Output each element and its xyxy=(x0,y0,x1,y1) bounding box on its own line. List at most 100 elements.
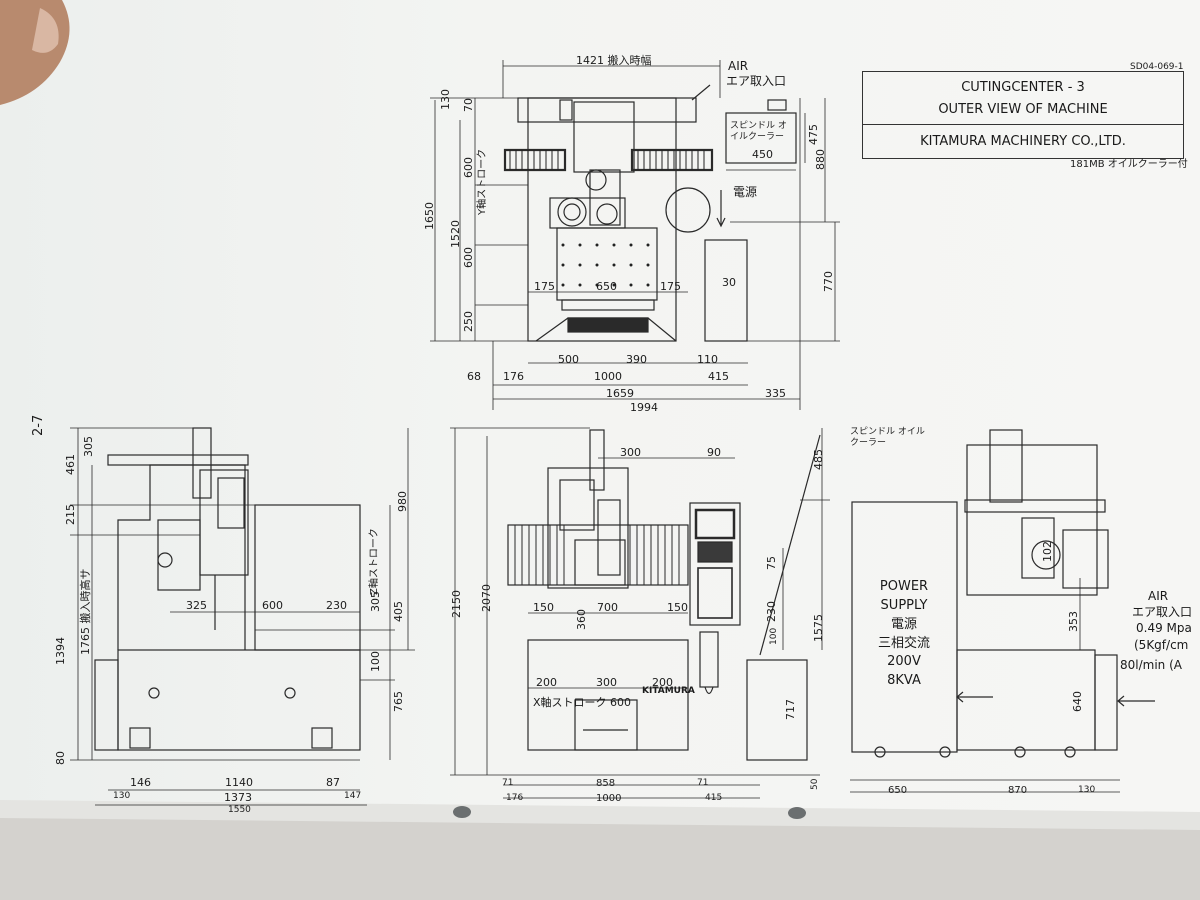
dim-1000: 1000 xyxy=(594,370,622,383)
dim-717: 717 xyxy=(784,699,797,720)
dim-600-side: 600 xyxy=(262,599,283,612)
install-height: 1765 搬入時高サ xyxy=(79,568,92,656)
dim-68: 68 xyxy=(467,370,481,383)
dim-110: 110 xyxy=(697,353,718,366)
dim-300-front: 300 xyxy=(620,446,641,459)
dim-1659: 1659 xyxy=(606,387,634,400)
title-line-2: OUTER VIEW OF MACHINE xyxy=(938,102,1108,117)
dim-1650: 1650 xyxy=(423,202,436,230)
air-inlet-top: エア取入口 xyxy=(726,74,787,88)
power-supply-line-2: SUPPLY xyxy=(880,597,928,613)
dim-353: 353 xyxy=(1067,611,1080,632)
dim-770: 770 xyxy=(822,271,835,292)
dim-175-a: 175 xyxy=(534,280,555,293)
dim-980: 980 xyxy=(396,491,409,512)
dim-600-b: 600 xyxy=(462,247,475,268)
cooler-note: 181MB オイルクーラー付 xyxy=(1070,159,1188,170)
dim-130: 130 xyxy=(439,89,452,110)
dim-230-side: 230 xyxy=(326,599,347,612)
dim-1000-front: 1000 xyxy=(596,793,622,804)
power-supply-line-1: POWER xyxy=(879,579,929,594)
dim-650: 650 xyxy=(596,280,617,293)
dim-1550: 1550 xyxy=(228,805,251,815)
air-pressure-kgf: (5Kgf/cm xyxy=(1134,637,1189,652)
dim-880: 880 xyxy=(814,149,827,170)
dim-1520: 1520 xyxy=(449,220,462,248)
dim-215: 215 xyxy=(64,504,77,525)
dim-390: 390 xyxy=(626,353,647,366)
air-label-top: AIR xyxy=(728,59,749,73)
dim-250: 250 xyxy=(462,311,475,332)
dim-200-b: 200 xyxy=(652,676,673,689)
dim-1140: 1140 xyxy=(225,776,253,789)
dim-90: 90 xyxy=(707,446,721,459)
spindle-cooler-front: スピンドル オイルクーラー xyxy=(850,427,925,448)
y-stroke-label: Y軸ストローク xyxy=(477,148,488,215)
dim-30: 30 xyxy=(722,276,736,289)
dim-1575: 1575 xyxy=(812,614,825,642)
power-supply-line-6: 8KVA xyxy=(887,673,921,689)
dim-650-right: 650 xyxy=(888,785,908,796)
dim-700: 700 xyxy=(597,601,618,614)
dim-146: 146 xyxy=(130,776,151,789)
dim-71-a: 71 xyxy=(502,778,514,788)
air-pressure: 0.49 Mpa xyxy=(1136,621,1192,636)
dim-1994: 1994 xyxy=(630,401,658,414)
dim-130-right: 130 xyxy=(1078,785,1096,795)
power-label-top: 電源 xyxy=(733,185,758,199)
dim-300-b: 300 xyxy=(596,676,617,689)
dim-80-side: 80 xyxy=(54,751,67,765)
dim-600-a: 600 xyxy=(462,157,475,178)
dim-200-a: 200 xyxy=(536,676,557,689)
dim-100-front: 100 xyxy=(769,627,779,645)
dim-450: 450 xyxy=(752,148,773,161)
dim-147: 147 xyxy=(344,791,362,801)
dim-70: 70 xyxy=(462,98,475,112)
dim-485: 485 xyxy=(812,449,825,470)
air-spec-right: AIR エア取入口 0.49 Mpa (5Kgf/cm 80l/min (A xyxy=(1120,588,1193,673)
dim-325: 325 xyxy=(186,599,207,612)
dim-87: 87 xyxy=(326,776,340,789)
x-stroke-label: X軸ストローク 600 xyxy=(533,696,632,709)
dim-71-b: 71 xyxy=(697,778,709,788)
air-flow: 80l/min (A xyxy=(1120,657,1182,672)
dim-360: 360 xyxy=(575,609,588,630)
title-block: CUTINGCENTER - 3 OUTER VIEW OF MACHINE K… xyxy=(862,71,1184,159)
dim-75: 75 xyxy=(765,556,778,570)
dim-102: 102 xyxy=(1041,541,1054,562)
dim-230-front: 230 xyxy=(765,601,778,622)
dim-176-front: 176 xyxy=(506,793,524,803)
dim-1373: 1373 xyxy=(224,791,252,804)
brand-label: KITAMURA xyxy=(642,686,695,696)
air-label-right: AIR xyxy=(1148,589,1169,603)
air-inlet-right: エア取入口 xyxy=(1132,605,1193,620)
dim-415: 415 xyxy=(708,370,729,383)
dim-2150: 2150 xyxy=(450,590,463,618)
page-number: 2-7 xyxy=(31,414,46,436)
dim-100-side: 100 xyxy=(369,651,382,672)
dim-150-b: 150 xyxy=(667,601,688,614)
power-supply-line-5: 200V xyxy=(887,654,921,670)
title-block-header: CUTINGCENTER - 3 OUTER VIEW OF MACHINE xyxy=(863,72,1183,125)
dim-1394: 1394 xyxy=(54,637,67,665)
dim-175-b: 175 xyxy=(660,280,681,293)
dim-50: 50 xyxy=(810,778,820,790)
company-name: KITAMURA MACHINERY CO.,LTD. xyxy=(920,134,1126,149)
dim-335: 335 xyxy=(765,387,786,400)
dim-176: 176 xyxy=(503,370,524,383)
power-supply-line-4: 三相交流 xyxy=(877,635,930,651)
dim-475: 475 xyxy=(807,124,820,145)
dim-765: 765 xyxy=(392,691,405,712)
spindle-cooler-top: スピンドル オイルクーラー xyxy=(730,121,787,142)
dim-500: 500 xyxy=(558,353,579,366)
dim-858: 858 xyxy=(596,778,616,789)
dim-2070: 2070 xyxy=(480,584,493,612)
dim-install-width: 1421 搬入時幅 xyxy=(576,54,652,67)
power-supply-line-3: 電源 xyxy=(890,616,917,632)
dim-405: 405 xyxy=(392,601,405,622)
power-supply-label: POWER SUPPLY 電源 三相交流 200V 8KVA xyxy=(866,578,942,691)
drawing-sheet xyxy=(0,0,1200,820)
dim-305-side: 305 xyxy=(82,436,95,457)
dim-130-side: 130 xyxy=(113,791,131,801)
